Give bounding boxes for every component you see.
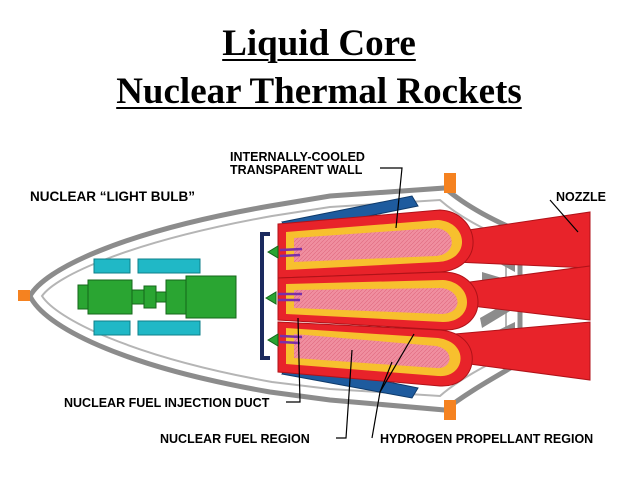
title-line-1: Liquid Core (222, 23, 416, 64)
injection-manifold (260, 232, 270, 360)
fitting-bottom (444, 400, 456, 420)
label-internally-cooled-line-2: TRANSPARENT WALL (230, 163, 363, 177)
fuel-cell-bottom (277, 321, 473, 387)
turbopump (77, 275, 237, 319)
injector-nozzles (265, 245, 279, 347)
injector-lines (278, 247, 303, 345)
fitting-left (18, 290, 30, 301)
label-fuel-region: NUCLEAR FUEL REGION (160, 432, 310, 446)
fuel-cell-top (277, 209, 474, 279)
fuel-cell-middle (277, 271, 479, 331)
leader-lines (286, 167, 579, 439)
label-light-bulb: NUCLEAR “LIGHT BULB” (30, 189, 195, 204)
label-hydrogen-region: HYDROGEN PROPELLANT REGION (380, 432, 594, 446)
coolant-tanks (93, 258, 201, 336)
title-line-2: Nuclear Thermal Rockets (116, 71, 522, 112)
fitting-top (444, 173, 456, 193)
label-nozzle: NOZZLE (556, 190, 606, 204)
label-internally-cooled-line-1: INTERNALLY-COOLED (230, 150, 365, 164)
label-injection-duct: NUCLEAR FUEL INJECTION DUCT (64, 396, 270, 410)
